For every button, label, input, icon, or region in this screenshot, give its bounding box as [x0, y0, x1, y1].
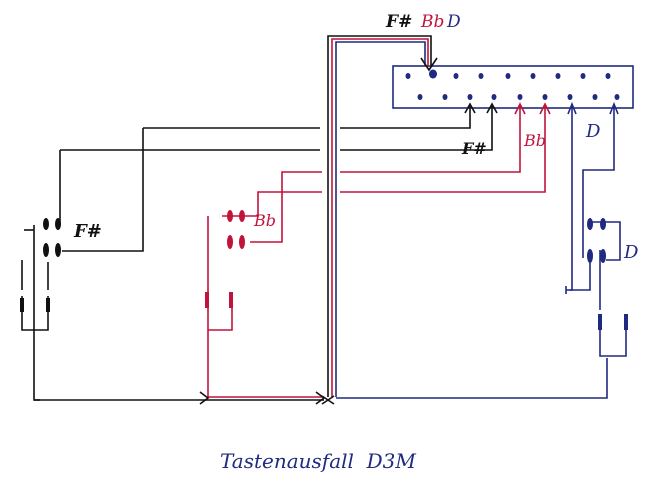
- caption: Tastenausfall D3M: [220, 449, 416, 473]
- black-fsharp-circuit: [21, 102, 498, 335]
- middle-switch: [205, 210, 245, 308]
- left-switch: [20, 218, 61, 312]
- arrow-label-fsharp: F#: [461, 139, 487, 158]
- bottom-common-wire: [33, 335, 608, 405]
- middle-switch-label: Bb: [253, 211, 276, 230]
- right-switch: [587, 218, 628, 330]
- top-label-d: D: [446, 12, 461, 32]
- left-switch-label: F#: [73, 221, 102, 242]
- blue-d-circuit: [565, 101, 627, 357]
- top-label-fsharp: F#: [385, 12, 412, 32]
- arrow-label-d: D: [585, 121, 601, 142]
- top-label-bb: Bb: [420, 12, 444, 32]
- arrow-label-bb: Bb: [523, 131, 546, 150]
- common-bundle: [321, 35, 438, 405]
- red-bb-circuit: [207, 102, 551, 397]
- right-switch-label: D: [623, 242, 639, 263]
- connector-block: [392, 65, 634, 109]
